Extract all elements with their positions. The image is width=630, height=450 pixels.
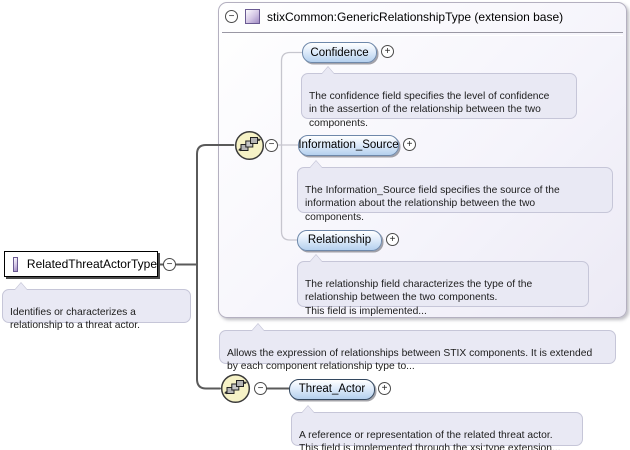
element-label: Threat_Actor [298,383,366,395]
element-relationship[interactable]: Relationship [297,229,382,251]
complex-type-icon [245,9,260,24]
tooltip-pointer [310,161,322,168]
sequence-icon[interactable] [234,130,265,161]
annotation-text: The relationship field characterizes the… [305,278,533,318]
annotation-confidence: The confidence field specifies the level… [301,67,577,129]
element-label: Relationship [307,234,372,246]
collapse-icon[interactable]: − [265,138,278,152]
element-information-source[interactable]: Information_Source [298,134,399,156]
dark-connectors [158,144,290,390]
tooltip-pointer [310,255,322,262]
annotation-root: Identifies or characterizes a relationsh… [2,283,191,331]
extension-base-title: stixCommon:GenericRelationshipType (exte… [267,9,564,24]
root-type-label: RelatedThreatActorType [26,257,157,271]
tooltip-pointer [302,406,314,413]
annotation-text: The confidence field specifies the level… [309,90,550,130]
element-label: Confidence [310,46,369,59]
expand-icon[interactable]: + [378,382,391,395]
complex-type-icon [13,256,18,272]
tooltip-pointer [322,67,334,74]
expand-icon[interactable]: + [386,233,399,246]
expand-icon[interactable]: + [403,138,416,151]
annotation-text: The Information_Source field specifies t… [305,184,560,224]
annotation-text: Identifies or characterizes a relationsh… [10,306,140,332]
sequence-icon[interactable] [220,373,251,404]
annotation-extension-base: Allows the expression of relationships b… [219,324,616,372]
root-type-box[interactable]: RelatedThreatActorType [4,251,158,277]
tooltip-pointer [15,283,27,290]
header-divider [222,32,623,36]
collapse-icon[interactable]: − [163,258,176,271]
expand-icon[interactable]: + [381,45,394,58]
extension-base-header: − stixCommon:GenericRelationshipType (ex… [225,9,563,24]
annotation-information-source: The Information_Source field specifies t… [297,161,613,223]
element-confidence[interactable]: Confidence [302,42,377,63]
annotation-relationship: The relationship field characterizes the… [297,255,589,317]
annotation-text: Allows the expression of relationships b… [227,347,593,373]
collapse-icon[interactable]: − [225,10,238,23]
annotation-text: A reference or representation of the rel… [299,429,561,450]
annotation-threat-actor: A reference or representation of the rel… [291,406,583,450]
light-connectors [278,51,302,241]
element-label: Information_Source [298,139,399,151]
tooltip-pointer [252,324,264,331]
collapse-icon[interactable]: − [254,382,267,395]
element-threat-actor[interactable]: Threat_Actor [289,378,375,400]
